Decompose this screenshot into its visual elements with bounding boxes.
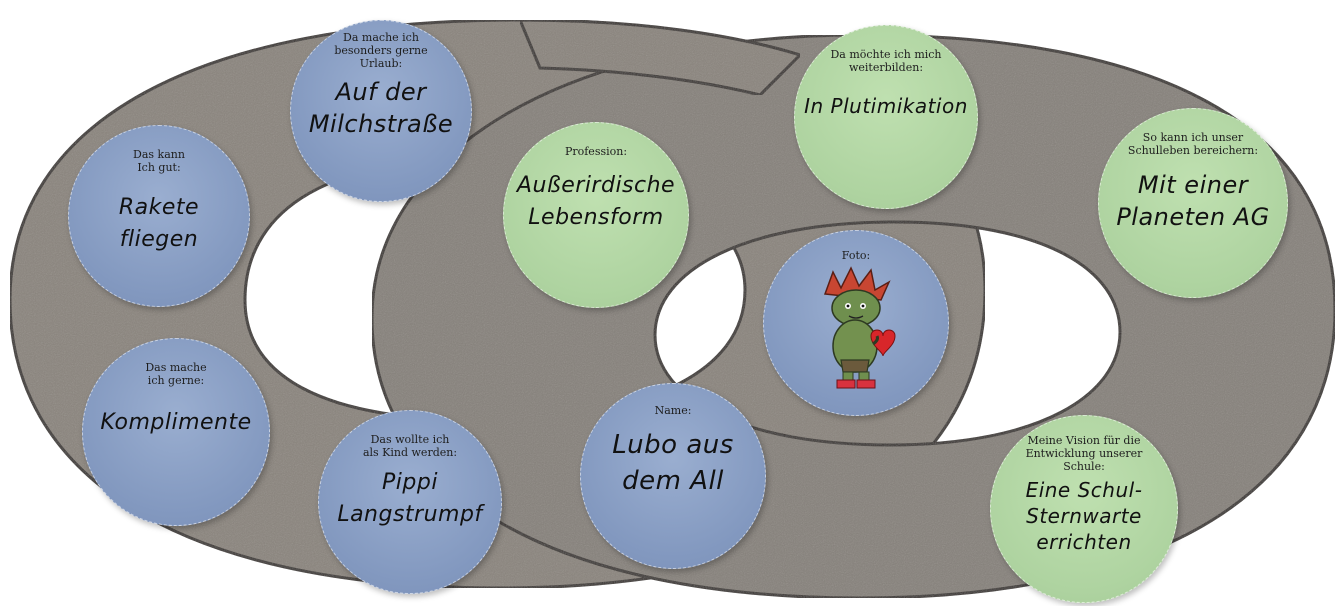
card-gerne-label: Das mache ich gerne: xyxy=(145,361,207,387)
card-kind-label: Das wollte ich als Kind werden: xyxy=(362,433,458,459)
card-gerne: Das mache ich gerne: Komplimente xyxy=(82,338,270,526)
card-name: Name: Lubo aus dem All xyxy=(580,383,766,569)
card-kind-value: Pippi Langstrumpf xyxy=(337,470,483,527)
alien-photo xyxy=(823,266,896,389)
card-gerne-value: Komplimente xyxy=(100,410,252,435)
card-vision-label: Meine Vision für die Entwicklung unserer… xyxy=(1025,434,1143,473)
card-foto: Foto: xyxy=(763,230,949,416)
card-name-value: Lubo aus dem All xyxy=(612,430,734,496)
left-ring-overlap xyxy=(517,18,803,97)
card-foto-label: Foto: xyxy=(841,249,871,262)
card-name-label: Name: xyxy=(654,404,692,417)
card-urlaub-label: Da mache ich besonders gerne Urlaub: xyxy=(334,31,428,70)
card-weiterbilden: Da möchte ich mich weiterbilden: In Plut… xyxy=(794,25,978,209)
card-kann: Das kann Ich gut: Rakete fliegen xyxy=(68,125,250,307)
card-profession-value: Außerirdische Lebensform xyxy=(516,173,676,230)
card-vision-value: Eine Schul- Sternwarte errichten xyxy=(1025,478,1143,554)
card-kann-value: Rakete fliegen xyxy=(118,195,200,252)
card-urlaub-value: Auf der Milchstraße xyxy=(308,78,454,138)
card-schulleben-value: Mit einer Planeten AG xyxy=(1116,171,1270,231)
card-profession-label: Profession: xyxy=(564,145,628,158)
card-schulleben-label: So kann ich unser Schulleben bereichern: xyxy=(1127,131,1259,157)
card-vision: Meine Vision für die Entwicklung unserer… xyxy=(990,415,1178,603)
card-kind: Das wollte ich als Kind werden: Pippi La… xyxy=(318,410,502,594)
card-kann-label: Das kann Ich gut: xyxy=(133,148,185,174)
card-schulleben: So kann ich unser Schulleben bereichern:… xyxy=(1098,108,1288,298)
card-profession: Profession: Außerirdische Lebensform xyxy=(503,122,689,308)
card-weiterbilden-label: Da möchte ich mich weiterbilden: xyxy=(830,48,942,74)
card-urlaub: Da mache ich besonders gerne Urlaub: Auf… xyxy=(290,20,472,202)
card-weiterbilden-value: In Plutimikation xyxy=(804,94,968,118)
